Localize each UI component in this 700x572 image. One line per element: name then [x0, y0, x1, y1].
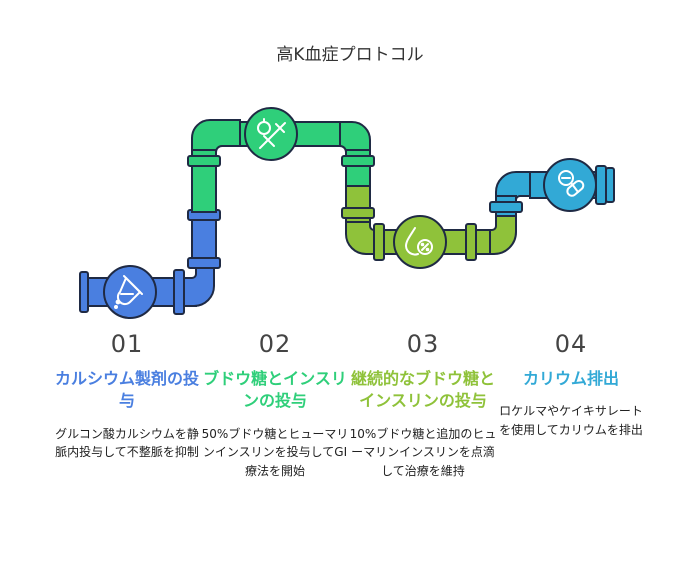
step-number: 03	[406, 330, 440, 358]
step-heading: 継続的なブドウ糖とインスリンの投与	[350, 369, 495, 411]
node-1	[103, 265, 157, 319]
step-heading: カルシウム製剤の投与	[54, 369, 199, 411]
step-1: 01 カルシウム製剤の投与 グルコン酸カルシウムを静脈内投与して不整脈を抑制	[52, 330, 202, 462]
step-number: 01	[110, 330, 144, 358]
step-description: 50%ブドウ糖とヒューマリンインスリンを投与してGI療法を開始	[201, 426, 349, 478]
step-2: 02 ブドウ糖とインスリンの投与 50%ブドウ糖とヒューマリンインスリンを投与し…	[200, 330, 350, 481]
node-4	[543, 158, 597, 212]
step-description: グルコン酸カルシウムを静脈内投与して不整脈を抑制	[55, 426, 199, 460]
diagram-title: 高K血症プロトコル	[276, 45, 424, 65]
test-tube-icon	[114, 275, 143, 309]
step-heading: ブドウ糖とインスリンの投与	[203, 369, 347, 411]
node-3	[393, 215, 447, 269]
step-3: 03 継続的なブドウ糖とインスリンの投与 10%ブドウ糖と追加のヒューマリンイン…	[348, 330, 498, 481]
step-heading: カリウム排出	[522, 369, 619, 388]
step-description: ロケルマやケイキサレートを使用してカリウムを排出	[499, 404, 643, 437]
step-number: 02	[258, 330, 292, 358]
pills-icon	[558, 170, 585, 197]
drop-percent-icon	[405, 227, 433, 256]
step-number: 04	[554, 330, 588, 358]
syringe-icon	[257, 118, 286, 149]
step-description: 10%ブドウ糖と追加のヒューマリンインスリンを点滴して治療を維持	[349, 426, 497, 478]
step-4: 04 カリウム排出 ロケルマやケイキサレートを使用してカリウムを排出	[496, 330, 646, 440]
pipeline-graphic	[79, 107, 615, 319]
node-2	[244, 107, 298, 161]
